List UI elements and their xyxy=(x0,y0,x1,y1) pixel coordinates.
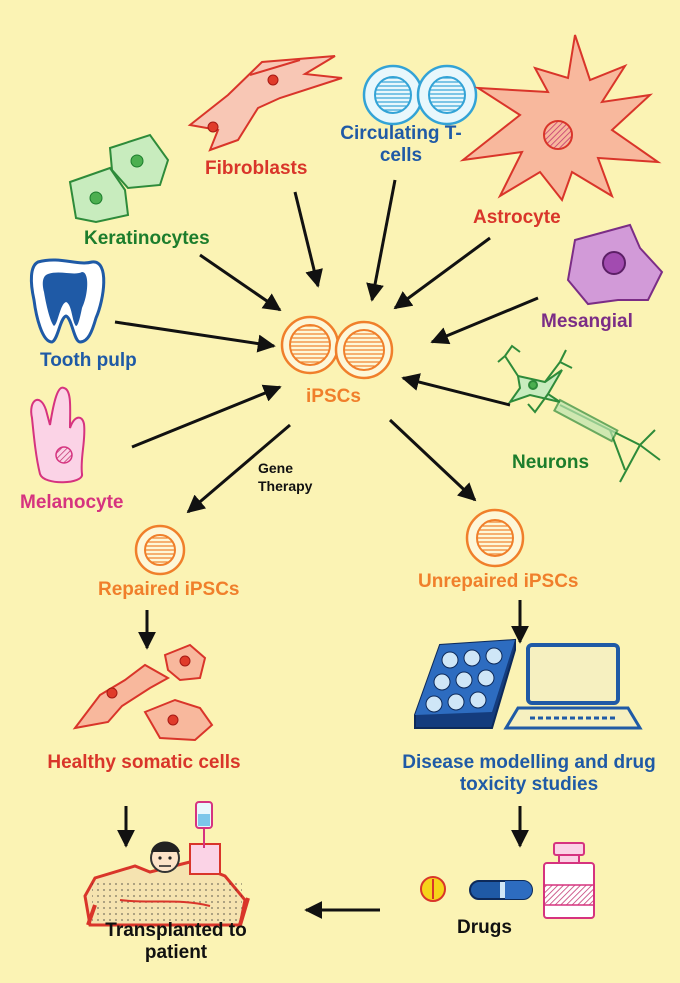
ipsc-cell-icon xyxy=(280,315,394,380)
ipsc-cell-icon xyxy=(134,524,186,576)
arrow-fibroblasts xyxy=(293,191,323,288)
arrow-melanocyte xyxy=(131,384,282,449)
well-plate-icon xyxy=(414,638,516,729)
label-mesangial: Mesangial xyxy=(541,311,633,332)
label-tooth-pulp: Tooth pulp xyxy=(40,350,137,371)
arrows xyxy=(114,179,539,919)
capsule-icon xyxy=(469,880,533,900)
arrow-to-repaired xyxy=(186,423,291,514)
tooth-icon xyxy=(29,258,106,344)
somatic-cells-icon xyxy=(72,643,214,742)
label-ipscs: iPSCs xyxy=(306,386,361,407)
computer-icon xyxy=(503,643,643,730)
ipsc-cell-icon xyxy=(465,508,525,568)
label-astrocyte: Astrocyte xyxy=(473,207,561,228)
fibroblast-icon xyxy=(187,55,343,152)
iv-drip-icon xyxy=(195,801,213,848)
label-fibroblasts: Fibroblasts xyxy=(205,158,308,179)
arrow-neurons xyxy=(401,373,511,407)
keratinocyte-icon xyxy=(68,133,170,224)
astrocyte-icon xyxy=(459,34,662,203)
label-neurons: Neurons xyxy=(512,452,590,473)
arrow-to-unrepaired xyxy=(388,418,477,502)
arrow-astrocyte xyxy=(393,236,491,310)
label-disease-modelling: Disease modelling and drug toxicity stud… xyxy=(402,752,656,795)
label-transplanted-to-patient: Transplanted to patient xyxy=(105,920,247,963)
label-repaired-ipscs: Repaired iPSCs xyxy=(98,579,240,600)
mesangial-cell-icon xyxy=(566,223,664,306)
pill-icon xyxy=(420,876,446,902)
label-melanocyte: Melanocyte xyxy=(20,492,124,513)
label-gene-therapy: Gene Therapy xyxy=(258,460,313,494)
label-keratinocytes: Keratinocytes xyxy=(84,228,210,249)
label-circulating-t-cells: Circulating T-cells xyxy=(340,123,462,166)
arrow-t-cells xyxy=(366,179,397,302)
label-unrepaired-ipscs: Unrepaired iPSCs xyxy=(418,571,579,592)
label-drugs: Drugs xyxy=(457,917,512,938)
patient-bed-icon xyxy=(83,841,250,927)
label-healthy-somatic-cells: Healthy somatic cells xyxy=(47,752,241,773)
neuron-icon xyxy=(497,344,661,483)
bottle-icon xyxy=(543,842,595,919)
arrow-mesangial xyxy=(430,296,539,345)
arrow-tooth xyxy=(114,320,276,353)
arrow-keratinocytes xyxy=(199,253,282,312)
melanocyte-icon xyxy=(30,386,86,484)
t-cell-icon xyxy=(362,64,478,126)
